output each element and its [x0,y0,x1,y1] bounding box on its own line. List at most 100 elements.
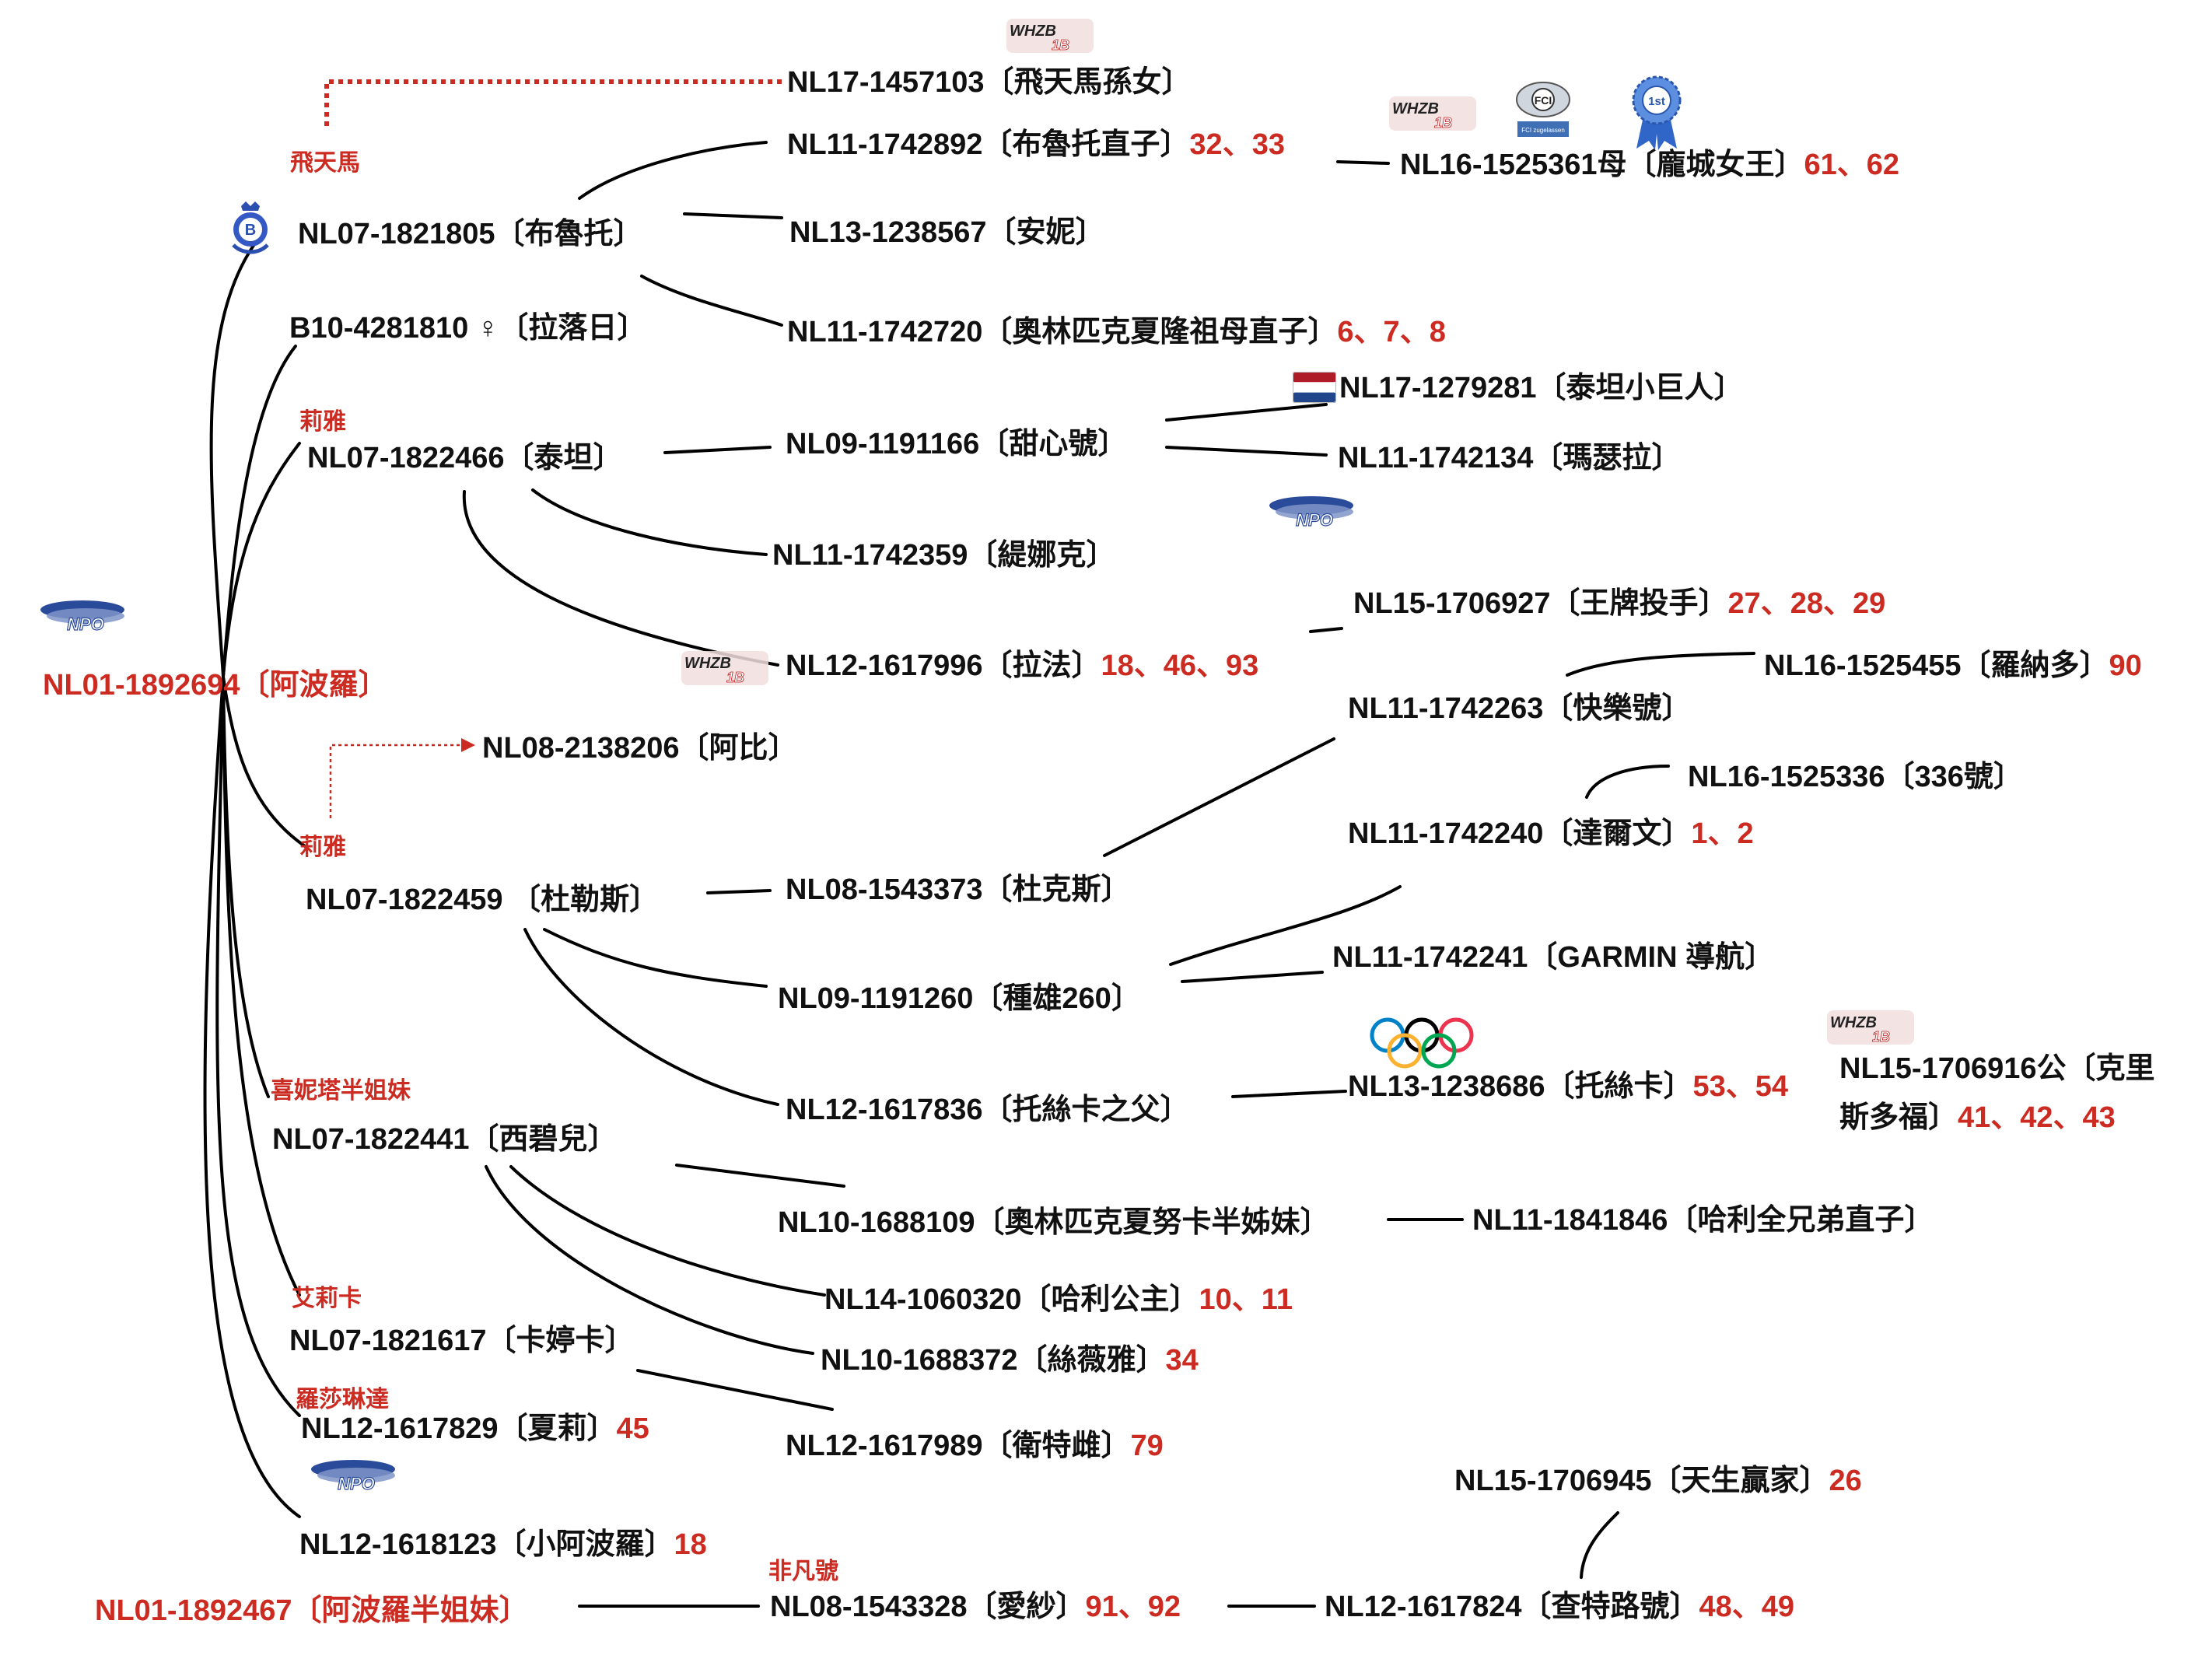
shield-text: B [245,222,256,239]
node-1617989: NL12-1617989〔衛特雌〕79 [786,1431,1164,1461]
link-1822459-1191260 [543,928,768,988]
link-1821805-1742720 [640,275,783,327]
node-1742134: NL11-1742134〔瑪瑟拉〕 [1338,442,1682,474]
node-label: NL11-1742720〔奧林匹克夏隆祖母直子〕 [787,316,1338,348]
tag-liya-2: 莉雅 [299,835,346,860]
node-1742720: NL11-1742720〔奧林匹克夏隆祖母直子〕6、7、8 [787,317,1446,347]
node-1238567: NL13-1238567〔安妮〕 [789,216,1105,249]
node-2138206: NL08-2138206〔阿比〕 [482,732,798,765]
node-label: NL12-1617824〔查特路號〕 [1325,1591,1699,1623]
link-1822466-1742359 [531,488,768,556]
link-1543373-1742263 [1103,737,1335,857]
link-1742263-1525455 [1566,652,1755,677]
belgian-federation-icon: B [232,201,269,254]
whzb-text: WHZB [1010,23,1056,40]
node-label: NL08-1543328〔愛紗〕 [770,1591,1086,1623]
node-root-half-sister: NL01-1892467〔阿波羅半姐妹〕 [95,1594,529,1627]
link-1822441-1688109 [675,1164,845,1188]
whzb-logo-icon: WHZB 1B [1827,1010,1914,1045]
olympic-rings-icon [1370,1017,1474,1069]
npo-logo-icon: NPO [1269,496,1353,530]
node-root: NL01-1892694〔阿波羅〕 [43,669,388,702]
whzb-text: WHZB [1830,1014,1877,1031]
node-1617824: NL12-1617824〔查特路號〕48、49 [1325,1592,1794,1622]
npo-text: NPO [1296,510,1333,530]
node-numbers: 1、2 [1691,817,1754,850]
node-label: NL12-1617829〔夏莉〕 [301,1412,617,1445]
node-label: NL15-1706945〔天生贏家〕 [1454,1465,1829,1497]
node-1742241: NL11-1742241〔GARMIN 導航〕 [1332,941,1775,974]
node-label: NL16-1525455〔羅納多〕 [1764,649,2109,682]
node-numbers: 10、11 [1199,1283,1293,1316]
node-1618123: NL12-1618123〔小阿波羅〕18 [299,1530,707,1559]
node-numbers: 32、33 [1189,128,1285,161]
node-1742263: NL11-1742263〔快樂號〕 [1348,692,1692,725]
node-1525336: NL16-1525336〔336號〕 [1688,761,2023,793]
node-1060320: NL14-1060320〔哈利公主〕10、11 [824,1285,1293,1314]
node-numbers: 45 [616,1412,649,1445]
node-numbers: 18、46、93 [1101,649,1259,682]
node-label: NL15-1706927〔王牌投手〕 [1353,587,1728,620]
link-1742240-1525336 [1585,765,1670,799]
link-root-4281810 [222,345,297,678]
whzb-subtext: 1B [1434,115,1452,131]
link-root-1821617 [222,675,301,1297]
node-1841846: NL11-1841846〔哈利全兄弟直子〕 [1472,1204,1934,1237]
tag-luosha: 羅莎琳達 [296,1387,389,1412]
node-label: NL11-1742240〔達爾文〕 [1348,817,1692,850]
tag-feitianma: 飛天馬 [290,150,360,176]
node-label: NL16-1525361母〔龐城女王〕 [1400,149,1804,181]
link-root-1618123 [203,675,301,1518]
node-label: NL12-1617989〔衛特雌〕 [786,1430,1131,1462]
node-numbers: 41、42、43 [1958,1101,2116,1134]
node-1706927: NL15-1706927〔王牌投手〕27、28、29 [1353,589,1885,618]
node-1822459: NL07-1822459 〔杜勒斯〕 [306,884,660,916]
link-1617824-1706945 [1580,1511,1619,1579]
whzb-text: WHZB [1392,100,1439,117]
node-1688109: NL10-1688109〔奧林匹克夏努卡半姊妹〕 [778,1206,1330,1239]
link-1191166-1279281 [1165,403,1328,422]
node-1543328: NL08-1543328〔愛紗〕91、92 [770,1592,1181,1622]
award-ribbon-icon: 1st [1632,75,1682,150]
node-numbers: 53、54 [1692,1070,1789,1103]
node-numbers: 18 [674,1528,707,1561]
dotted-link-feitianma [324,79,782,126]
node-1617836: NL12-1617836〔托絲卡之父〕 [786,1094,1190,1126]
node-label: 斯多福〕 [1839,1101,1958,1134]
node-numbers: 34 [1165,1344,1199,1377]
npo-logo-icon: NPO [40,600,124,635]
node-1238686: NL13-1238686〔托絲卡〕53、54 [1348,1072,1788,1101]
node-1191166: NL09-1191166〔甜心號〕 [786,428,1128,460]
link-1822466-1191166 [663,446,772,454]
link-1822466-1617996 [462,490,779,667]
whzb-subtext: 1B [726,670,744,685]
whzb-text: WHZB [684,655,731,672]
node-numbers: 48、49 [1699,1591,1795,1623]
link-1822459-1543373 [706,889,772,894]
node-label: NL10-1688372〔絲薇雅〕 [821,1344,1166,1377]
node-label: NL11-1742892〔布魯托直子〕 [787,128,1190,161]
link-1821805-1742892 [578,141,768,200]
npo-logo-icon: NPO [311,1460,395,1494]
node-numbers: 91、92 [1085,1591,1181,1623]
link-1822459-1617836 [523,928,779,1106]
link-1191166-1742134 [1165,446,1328,457]
node-numbers: 90 [2109,649,2142,682]
link-1822441-1060320 [509,1165,826,1297]
node-1191260: NL09-1191260〔種雄260〕 [778,982,1141,1015]
node-1457103: NL17-1457103〔飛天馬孫女〕 [787,66,1192,99]
node-numbers: 79 [1130,1430,1164,1462]
node-1822441: NL07-1822441〔西碧兒〕 [272,1123,618,1156]
node-1617996: NL12-1617996〔拉法〕18、46、93 [786,651,1258,681]
link-1821617-1617989 [636,1369,834,1411]
node-1543373: NL08-1543373〔杜克斯〕 [786,873,1131,906]
link-root-1822466 [222,442,301,678]
node-label: NL12-1617996〔拉法〕 [786,649,1101,682]
link-root-1821805 [209,240,258,678]
link-root-1822441 [222,675,270,1098]
node-1821805: NL07-1821805〔布魯托〕 [298,218,643,250]
node-1822466: NL07-1822466〔泰坦〕 [307,442,623,474]
node-label: NL14-1060320〔哈利公主〕 [824,1283,1199,1316]
node-1617829: NL12-1617829〔夏莉〕45 [301,1414,649,1444]
dotted-link-liya-abi [329,744,463,818]
